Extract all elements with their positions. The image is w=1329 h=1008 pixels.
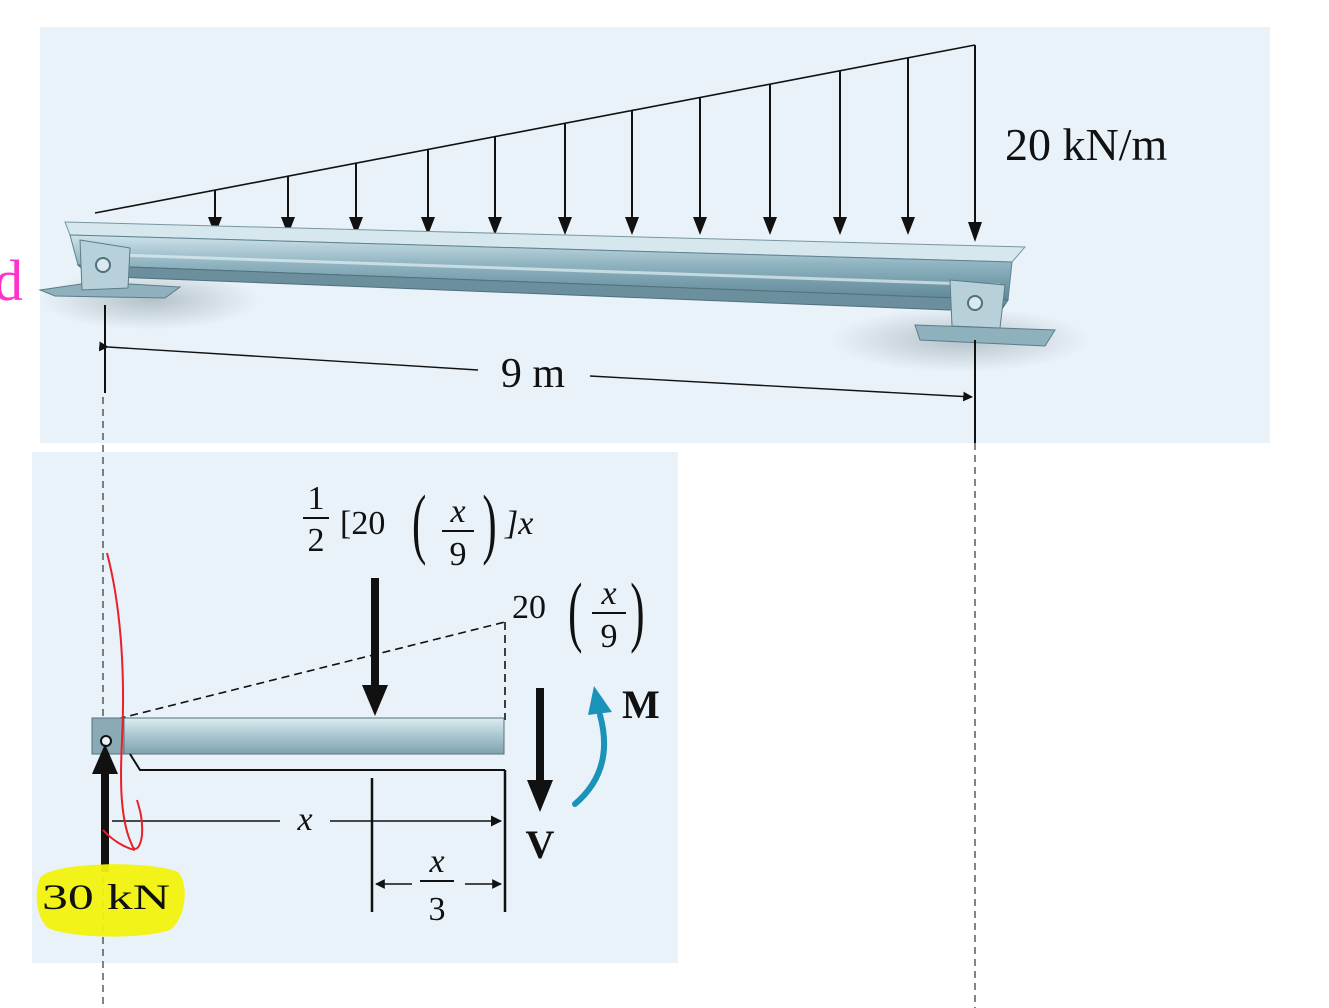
load-arrow-head: [833, 217, 847, 235]
load-arrow-head: [901, 217, 915, 235]
load-arrow-head: [763, 217, 777, 235]
intensity-coefficient: 20: [512, 589, 546, 626]
resultant-fraction-denominator: 9: [450, 536, 467, 573]
right-roller-support: [914, 279, 1056, 347]
reaction-highlight: [36, 864, 185, 937]
svg-text:): ): [482, 480, 496, 567]
intensity-fraction-numerator: x: [600, 575, 616, 612]
span-label: 9 m: [501, 351, 566, 397]
third-numerator: x: [428, 843, 444, 880]
fbd-beam-segment: [91, 717, 505, 771]
load-arrow-head: [349, 217, 363, 235]
load-intensity-label: 20 kN/m: [1005, 119, 1168, 170]
resultant-label: 1 2 [20 ( x 9 ) ]x: [303, 480, 533, 573]
load-arrow-head: [968, 222, 982, 242]
fbd-load-envelope: [104, 621, 506, 723]
load-arrow-head: [421, 217, 435, 235]
load-arrow-head: [558, 217, 572, 235]
load-arrow-head: [625, 217, 639, 235]
resultant-force-arrow: [362, 578, 388, 716]
moment-label: M: [622, 682, 660, 727]
load-arrows: [208, 57, 982, 242]
steel-beam: [64, 221, 1027, 313]
resultant-suffix: ]x: [504, 505, 533, 542]
load-arrow-head: [488, 217, 502, 235]
dimension-line-right: [589, 375, 973, 402]
moment-arrow: [572, 686, 612, 807]
margin-mark: d: [0, 248, 23, 313]
load-arrow-head: [281, 217, 295, 235]
shear-label: V: [526, 822, 555, 867]
resultant-prefix: [20: [340, 505, 385, 542]
reaction-label: 30 kN: [42, 877, 170, 917]
resultant-half-numerator: 1: [308, 480, 325, 517]
load-envelope-line: [94, 44, 976, 214]
svg-text:): ): [630, 568, 644, 655]
resultant-fraction-numerator: x: [449, 493, 465, 530]
intensity-fraction-denominator: 9: [601, 618, 618, 655]
x-length-label: x: [296, 801, 312, 838]
shear-force-arrow: [527, 688, 553, 812]
reaction-force-arrow: [92, 744, 118, 872]
dimension-line-left: [98, 341, 479, 371]
left-pin-support: [38, 239, 182, 299]
red-annotation-stroke: [102, 552, 144, 851]
resultant-half-denominator: 2: [308, 522, 325, 559]
svg-text:(: (: [568, 568, 582, 655]
third-denominator: 3: [429, 891, 446, 928]
intensity-label: 20 ( x 9 ): [512, 568, 645, 655]
svg-text:(: (: [412, 480, 426, 567]
load-arrow-head: [693, 217, 707, 235]
